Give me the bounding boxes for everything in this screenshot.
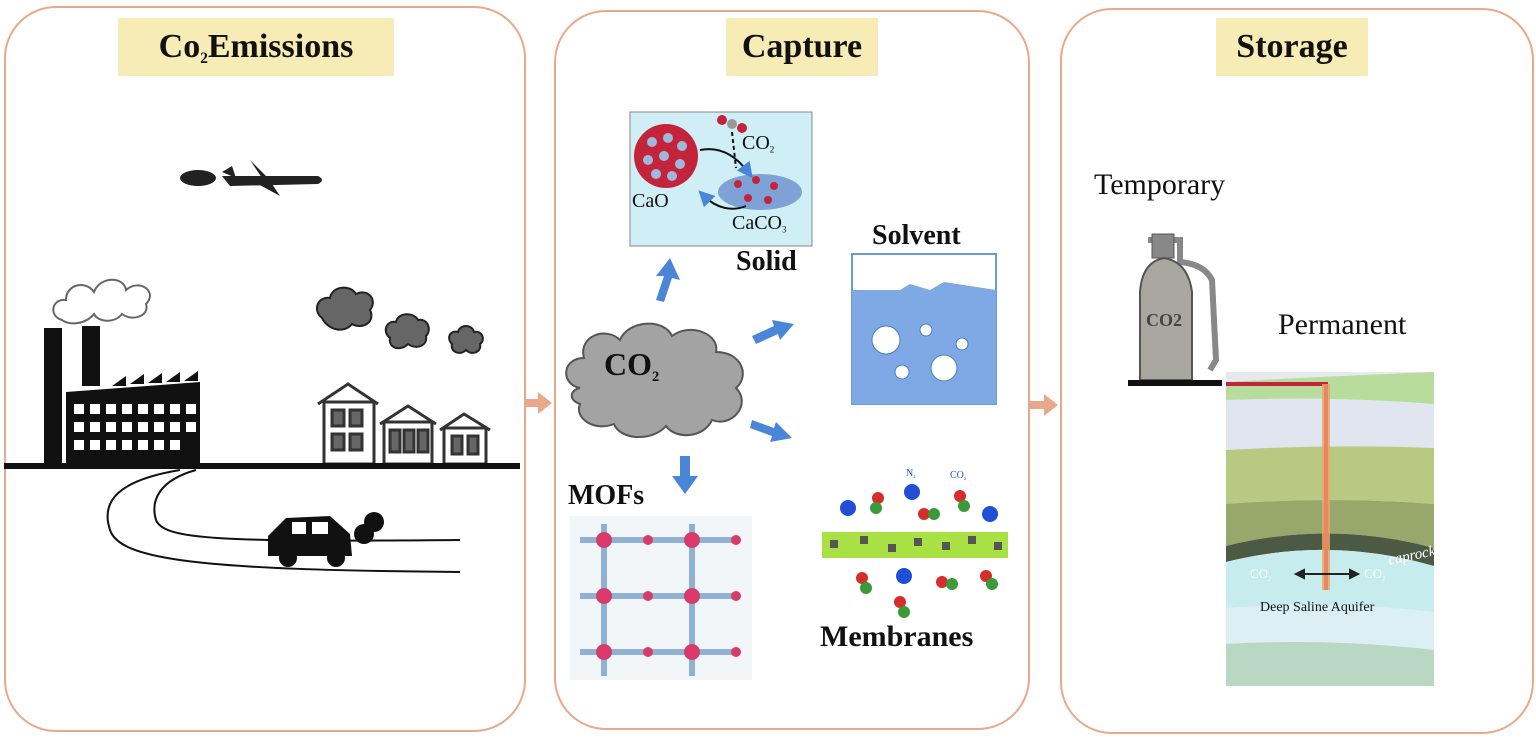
temporary-label: Temporary — [1094, 168, 1226, 201]
caco3-crystal-icon — [718, 174, 802, 210]
cloud-co2-label: CO2 — [604, 346, 659, 386]
cylinder-label: CO2 — [1146, 310, 1182, 330]
co2-text: CO — [742, 132, 770, 154]
membrane-co2-sub: 2 — [963, 475, 967, 481]
storage-title: Storage — [1216, 18, 1368, 76]
cloud-co2-sub: 2 — [652, 368, 660, 385]
permanent-label: Permanent — [1278, 308, 1407, 341]
n2-sub: 2 — [913, 473, 916, 479]
co2-left-sub: 2 — [1268, 576, 1271, 583]
cloud-co2-text: CO — [604, 346, 652, 382]
airplane-icon — [180, 160, 322, 196]
gas-cylinder-icon — [1128, 233, 1222, 386]
caco-text: CaCO — [732, 212, 782, 234]
co2-right-label: CO2 — [1364, 566, 1385, 582]
co2-right-text: CO — [1364, 566, 1383, 581]
co2-left-text: CO — [1250, 566, 1269, 581]
cycle-arrows-icon — [698, 131, 753, 210]
co2-cloud-icon — [565, 322, 744, 439]
solvent-icon — [851, 253, 997, 405]
cao-crystal-icon — [634, 124, 698, 188]
aquifer-label: Deep Saline Aquifer — [1260, 600, 1375, 615]
pollution-clouds-icon — [315, 286, 484, 354]
co2-molecule-icon — [717, 115, 747, 133]
co2-label-solid: CO2 — [742, 132, 774, 155]
membrane-co2-text: CO — [950, 470, 964, 481]
solvent-label: Solvent — [872, 220, 961, 251]
emissions-title: Co2Emissions — [118, 18, 394, 76]
car-icon — [268, 512, 384, 567]
membrane-co2-label: CO2 — [950, 470, 966, 481]
cao-label: CaO — [632, 190, 669, 212]
capture-title: Capture — [726, 18, 878, 76]
n2-text: N — [906, 468, 914, 479]
mofs-label: MOFs — [568, 480, 645, 511]
emissions-title-main: Co — [158, 28, 201, 65]
emissions-title-rest: Emissions — [207, 28, 354, 65]
caco3-label: CaCO3 — [732, 212, 787, 235]
capture-arrows — [656, 258, 794, 494]
houses-icon — [317, 382, 491, 466]
solid-label: Solid — [736, 246, 797, 277]
co2-left-label: CO2 — [1250, 566, 1271, 582]
membranes-label: Membranes — [820, 620, 974, 653]
caco-sub: 3 — [782, 224, 787, 235]
mofs-structure-icon — [570, 516, 752, 680]
flow-arrow-1 — [524, 392, 552, 414]
flow-arrow-2 — [1030, 394, 1058, 416]
co2-right-sub: 2 — [1382, 576, 1385, 583]
n2-label: N2 — [906, 468, 915, 479]
membrane-icon — [822, 468, 1008, 628]
smoke-cloud-icon — [52, 278, 151, 325]
geology-cross-section — [1226, 372, 1434, 686]
factory-icon — [44, 326, 200, 468]
emissions-title-sub: 2 — [200, 50, 208, 68]
co2-sub: 2 — [769, 144, 775, 155]
